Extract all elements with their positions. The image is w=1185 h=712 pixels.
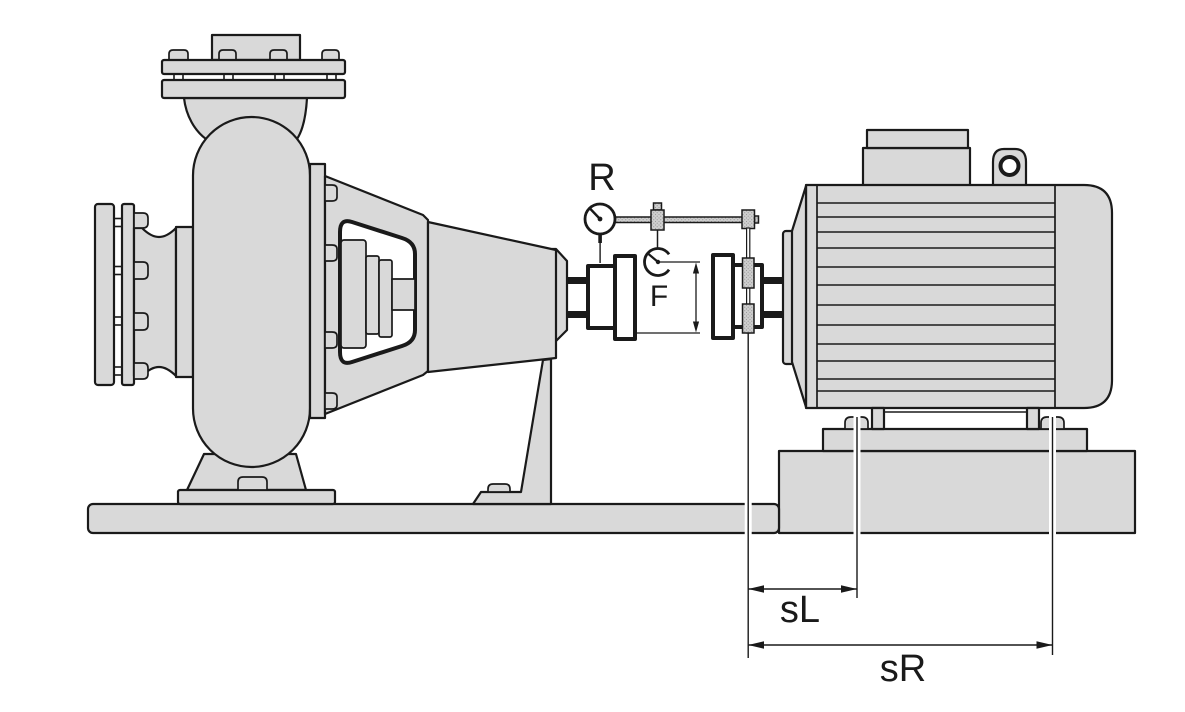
dimension-line-sl (748, 585, 857, 593)
bearing-cone (426, 220, 558, 374)
face-measurement-arrow (636, 261, 700, 334)
bearing-frame (308, 162, 569, 420)
suction-neck (132, 226, 178, 378)
motor-body-divisions (816, 185, 1056, 408)
measuring-block-upper (741, 257, 755, 289)
shaft-disc-mid (365, 255, 380, 335)
pump-foot-lug (237, 476, 268, 491)
bolt-head (133, 261, 149, 280)
label-sl: sL (780, 589, 820, 631)
label-radial-gauge: R (588, 157, 615, 199)
lifting-eye-hole (998, 155, 1021, 177)
shaft-disc-small (378, 259, 393, 338)
bolt-head (321, 49, 340, 61)
shaft-internals (340, 239, 416, 349)
label-sr: sR (880, 648, 926, 690)
dial-indicator-radial (583, 202, 617, 263)
pump-foot-plate (176, 488, 337, 506)
label-face-gauge: F (650, 280, 668, 313)
gauge-pivot (597, 216, 603, 222)
bolt-tab (324, 244, 338, 262)
support-foot-lug (487, 483, 511, 493)
flange-bar-lower (160, 78, 347, 100)
suction-bolt-heads (133, 212, 149, 380)
bolt-head (218, 49, 237, 61)
motor-mounting-plate (821, 427, 1089, 453)
pump-shaft-edge (566, 277, 589, 284)
front-end-shield (790, 184, 808, 409)
arrowhead-left (748, 585, 764, 593)
dial-indicator-face (643, 230, 671, 277)
measuring-block-lower (741, 303, 755, 334)
end-clamp (741, 209, 756, 230)
pump (93, 33, 569, 506)
bolt-tab (324, 331, 338, 349)
motor-feet (844, 406, 1065, 431)
dimensions: sL sR (744, 333, 1056, 690)
bolt-head (168, 49, 189, 61)
alignment-instruments (583, 202, 760, 334)
suction-ring (174, 225, 195, 379)
cooling-fins (817, 202, 1055, 392)
bolt-head (133, 312, 149, 331)
inner-shaft (391, 278, 416, 311)
pump-shaft-edge (566, 311, 589, 318)
terminal-box-upper (865, 128, 970, 150)
pump-casing (191, 115, 312, 469)
suction-bolt-shanks (114, 217, 122, 376)
motor-body (804, 183, 1114, 410)
bolt-head (133, 362, 149, 380)
terminal-box-lower (861, 146, 972, 190)
bolt-head (269, 49, 288, 61)
coupling (566, 253, 784, 341)
mid-clamp (650, 209, 665, 231)
coupling-hub-pump-side (586, 264, 617, 330)
pump-baseplate (86, 502, 781, 535)
arrowhead-right (841, 585, 857, 593)
motor-shaft-edge (761, 277, 784, 284)
gauge-needle (588, 207, 601, 220)
bracket-bolt-tabs (324, 184, 338, 410)
lifting-eye (991, 147, 1028, 190)
arrowhead-left (748, 641, 764, 649)
motor-foundation-block (777, 449, 1137, 535)
bolt-tab (324, 392, 338, 410)
bolt-head (133, 212, 149, 229)
mid-clamp-nub (652, 202, 663, 211)
motor (781, 128, 1114, 431)
bracket-span-bar (613, 216, 744, 224)
dimension-line-sr (748, 641, 1053, 649)
shaft-support-leg (471, 357, 553, 506)
foundations (86, 427, 1137, 535)
arrowhead-up (692, 262, 700, 274)
terminal-box (861, 128, 972, 190)
suction-plate-inner (120, 202, 136, 387)
shaft-disc-large (340, 239, 367, 349)
flange-bar-upper (160, 58, 347, 76)
arrowhead-down (692, 321, 700, 333)
bolt-tab (324, 184, 338, 202)
coupling-flange-pump-side (613, 254, 637, 341)
bracket-plate (308, 162, 327, 420)
arrowhead-right (1036, 641, 1053, 649)
suction-plate-outer (93, 202, 116, 387)
gauge-plunger (598, 233, 602, 243)
motor-foot-right (1025, 406, 1041, 431)
motor-shaft-edge (761, 311, 784, 318)
suction-flange (93, 202, 195, 387)
flange-bolts (168, 49, 340, 61)
coupling-flange-motor-side (711, 253, 735, 340)
end-clamp-stem (741, 227, 755, 334)
motor-foot-left (870, 406, 886, 431)
